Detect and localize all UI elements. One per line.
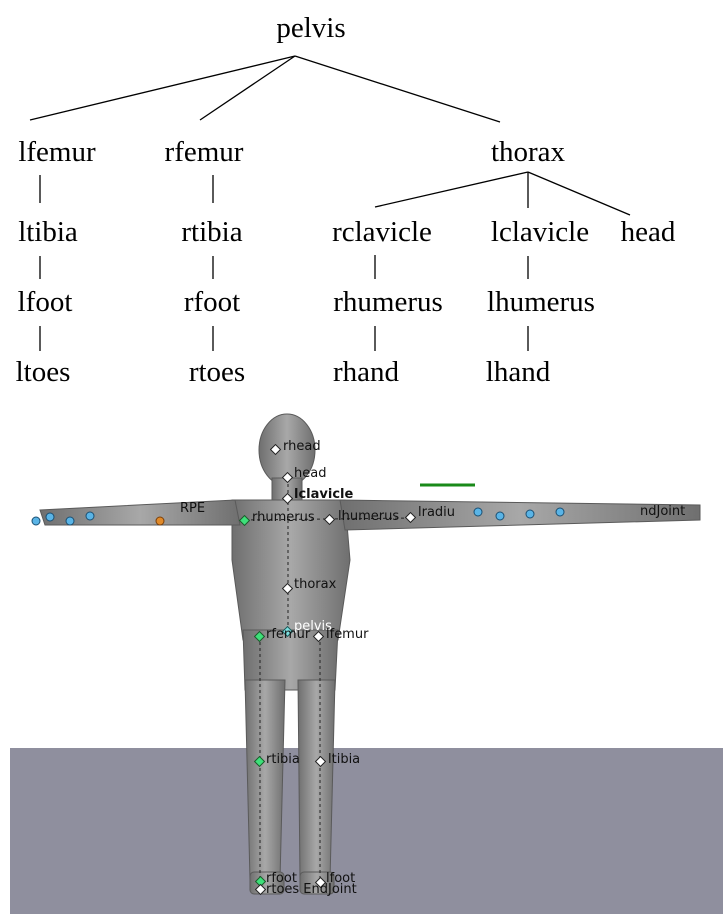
joint-label-rtibia: rtibia xyxy=(266,752,300,767)
node-ltibia: ltibia xyxy=(18,216,78,248)
node-lfoot: lfoot xyxy=(18,286,73,318)
node-lhumerus: lhumerus xyxy=(487,286,595,318)
skeleton-3d-viewport[interactable]: RPE ndJoint rhead head lclavicle rhumeru… xyxy=(0,405,723,914)
node-pelvis: pelvis xyxy=(276,12,345,44)
node-rtoes: rtoes xyxy=(189,356,245,388)
node-lclavicle: lclavicle xyxy=(491,216,589,248)
joint-label-rpe: RPE xyxy=(180,501,205,516)
joint-label-ltibia: ltibia xyxy=(328,752,360,767)
joint-label-rhumerus: rhumerus xyxy=(252,510,315,525)
joint-label-hand-end: ndJoint xyxy=(640,504,685,519)
joint-label-rfemur: rfemur xyxy=(266,627,311,642)
joint-label-lradius: lradiu xyxy=(418,505,455,520)
joint-label-lfemur: lfemur xyxy=(326,627,369,642)
node-head: head xyxy=(621,216,676,248)
node-rtibia: rtibia xyxy=(181,216,242,248)
node-thorax: thorax xyxy=(491,136,566,168)
joint-toes-end[interactable]: rtoes EndJoint xyxy=(256,882,357,897)
node-rclavicle: rclavicle xyxy=(332,216,432,248)
floor-plane xyxy=(10,748,723,914)
joint-label-lclavicle: lclavicle xyxy=(294,487,353,502)
node-rhumerus: rhumerus xyxy=(333,286,443,318)
joint-label-head: head xyxy=(294,466,326,481)
joint-label-rhead: rhead xyxy=(283,439,321,454)
node-rhand: rhand xyxy=(333,356,400,388)
node-rfemur: rfemur xyxy=(165,136,244,168)
joint-label-lhumerus: lhumerus xyxy=(338,509,399,524)
joint-label-toes-end: rtoes EndJoint xyxy=(266,882,357,897)
joint-label-thorax: thorax xyxy=(294,577,337,592)
node-lhand: lhand xyxy=(486,356,551,388)
node-ltoes: ltoes xyxy=(16,356,71,388)
node-rfoot: rfoot xyxy=(184,286,240,318)
skeleton-hierarchy-diagram: pelvis lfemur ltibia lfoot ltoes rfemur … xyxy=(0,0,723,400)
joint-lclavicle[interactable]: lclavicle xyxy=(283,487,354,503)
node-lfemur: lfemur xyxy=(18,136,96,168)
